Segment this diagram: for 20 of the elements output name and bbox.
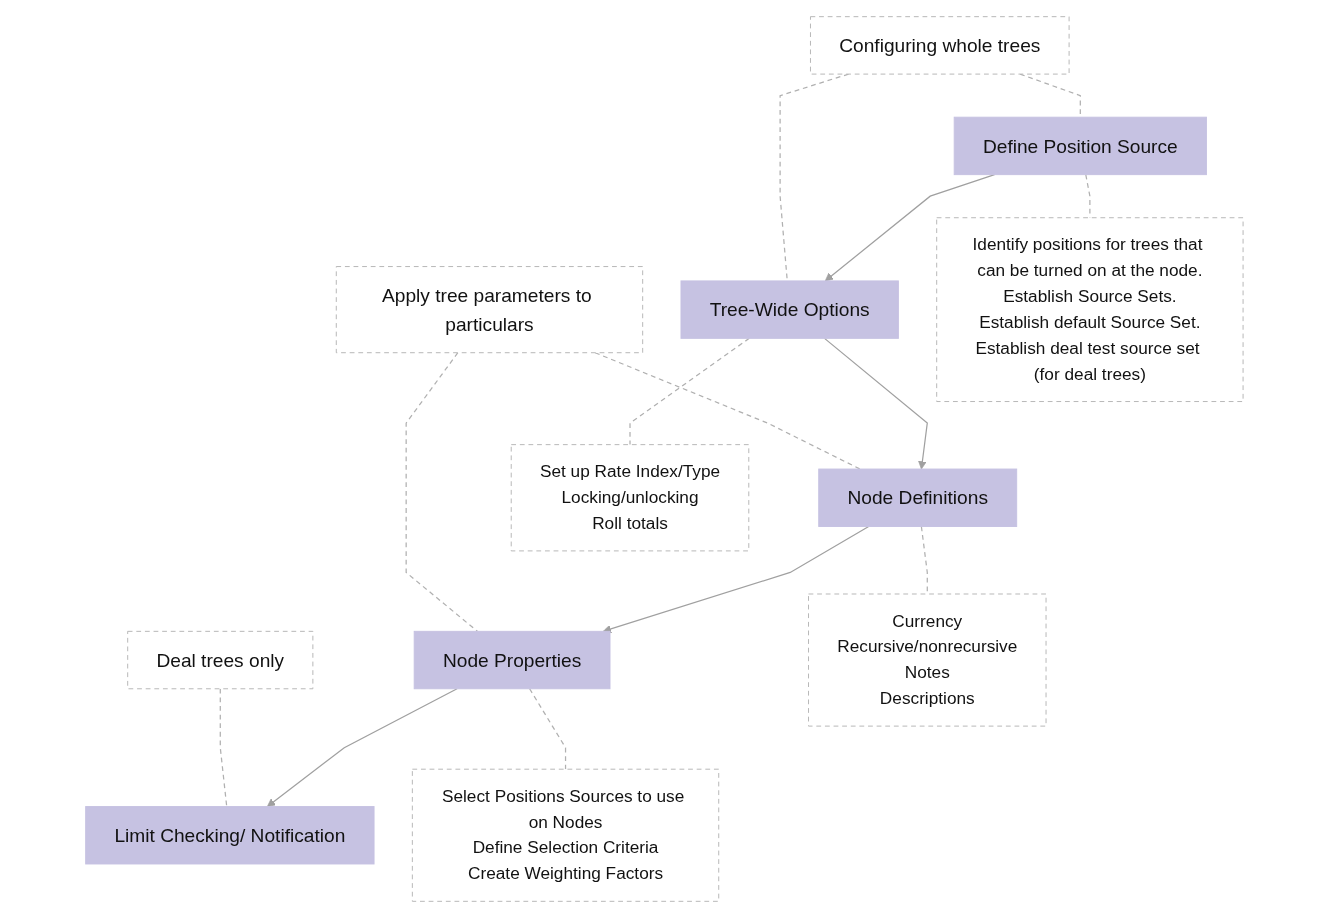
connector <box>920 525 928 595</box>
node-box: Currency Recursive/nonrecursive Notes Descriptions <box>807 593 1047 727</box>
connector <box>219 687 227 807</box>
arrow <box>266 687 458 807</box>
node-box: Tree-Wide Options <box>680 279 899 339</box>
connector <box>629 337 750 445</box>
node-box: Node Definitions <box>817 468 1017 527</box>
node-box: Limit Checking/ Notification <box>84 805 375 864</box>
node-box: Apply tree parameters to particulars <box>335 265 643 353</box>
node-box: Define Position Source <box>953 116 1207 175</box>
arrow <box>602 525 869 633</box>
arrow <box>824 173 995 281</box>
node-box: Node Properties <box>413 630 611 689</box>
node-box: Identify positions for trees that can be turned on at the node. Establish Source Sets. Establish default Source Set. Establish deal test source set (for deal trees) <box>935 216 1244 402</box>
node-box: Select Positions Sources to use on Nodes Define Selection Criteria Create Weighting Factors <box>411 768 719 902</box>
node-box: Set up Rate Index/Type Locking/unlocking Roll totals <box>510 443 749 551</box>
connector <box>779 73 849 282</box>
node-box: Deal trees only <box>126 630 313 689</box>
node-box: Configuring whole trees <box>809 15 1070 75</box>
arrow <box>823 337 928 469</box>
